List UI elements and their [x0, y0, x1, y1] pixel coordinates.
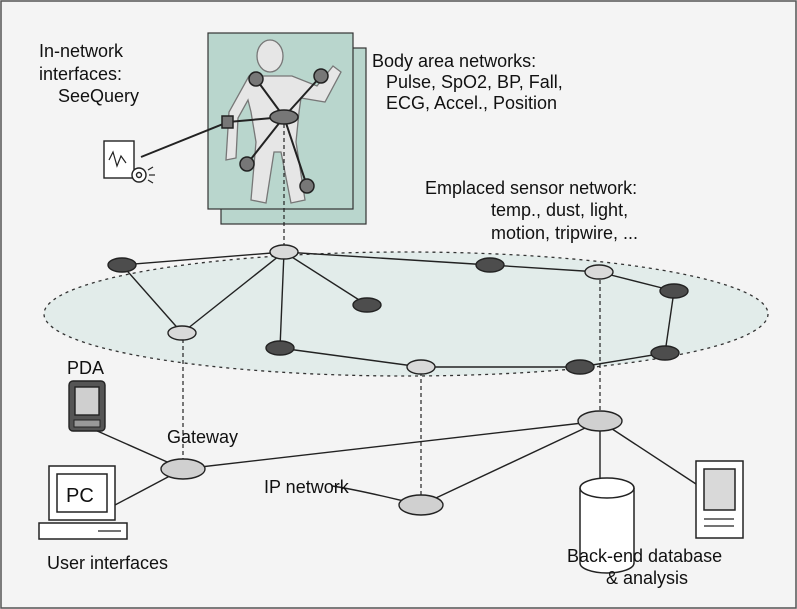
ban-label-line2: Pulse, SpO2, BP, Fall,	[386, 72, 563, 92]
sensor-node	[352, 297, 382, 313]
gateway-label: Gateway	[167, 427, 238, 447]
ip-nodes	[160, 410, 623, 516]
sensor-device-icon	[103, 140, 155, 184]
gateway-node	[160, 458, 206, 480]
pc-label: PC	[66, 485, 94, 507]
sensor-node	[584, 264, 614, 280]
ip-node	[577, 410, 623, 432]
pc-icon	[38, 465, 128, 540]
pda-label: PDA	[67, 358, 104, 378]
sensor-node	[475, 257, 505, 273]
sensor-node	[265, 340, 295, 356]
sensor-field-ellipse	[43, 251, 769, 377]
sensor-network-links	[121, 251, 675, 368]
esn-label-line3: motion, tripwire, ...	[491, 223, 638, 243]
sensor-node	[565, 359, 595, 375]
sensor-node	[269, 244, 299, 260]
ban-label-line1: Body area networks:	[372, 51, 536, 71]
body-network-nodes	[221, 68, 329, 194]
sensor-node	[650, 345, 680, 361]
ip-network-label: IP network	[264, 477, 350, 497]
database-icon	[579, 477, 635, 574]
pda-icon	[68, 380, 106, 432]
backend-label-line2: & analysis	[606, 568, 688, 588]
dashed-connectors	[182, 124, 601, 499]
in-network-label-line3: SeeQuery	[58, 86, 139, 106]
esn-label-line1: Emplaced sensor network:	[425, 178, 637, 198]
ip-node	[398, 494, 444, 516]
sensor-node	[659, 283, 689, 299]
sensor-node	[406, 359, 436, 375]
in-network-label-line2: interfaces:	[39, 64, 122, 84]
ban-label-line3: ECG, Accel., Position	[386, 93, 557, 113]
backend-label-line1: Back-end database	[567, 546, 722, 566]
sensor-node	[167, 325, 197, 341]
sensor-nodes	[107, 244, 689, 375]
sensor-node	[107, 257, 137, 273]
display-terminal-icon	[695, 460, 744, 539]
esn-label-line2: temp., dust, light,	[491, 200, 628, 220]
in-network-label-line1: In-network	[39, 41, 124, 61]
user-interfaces-label: User interfaces	[47, 553, 168, 573]
